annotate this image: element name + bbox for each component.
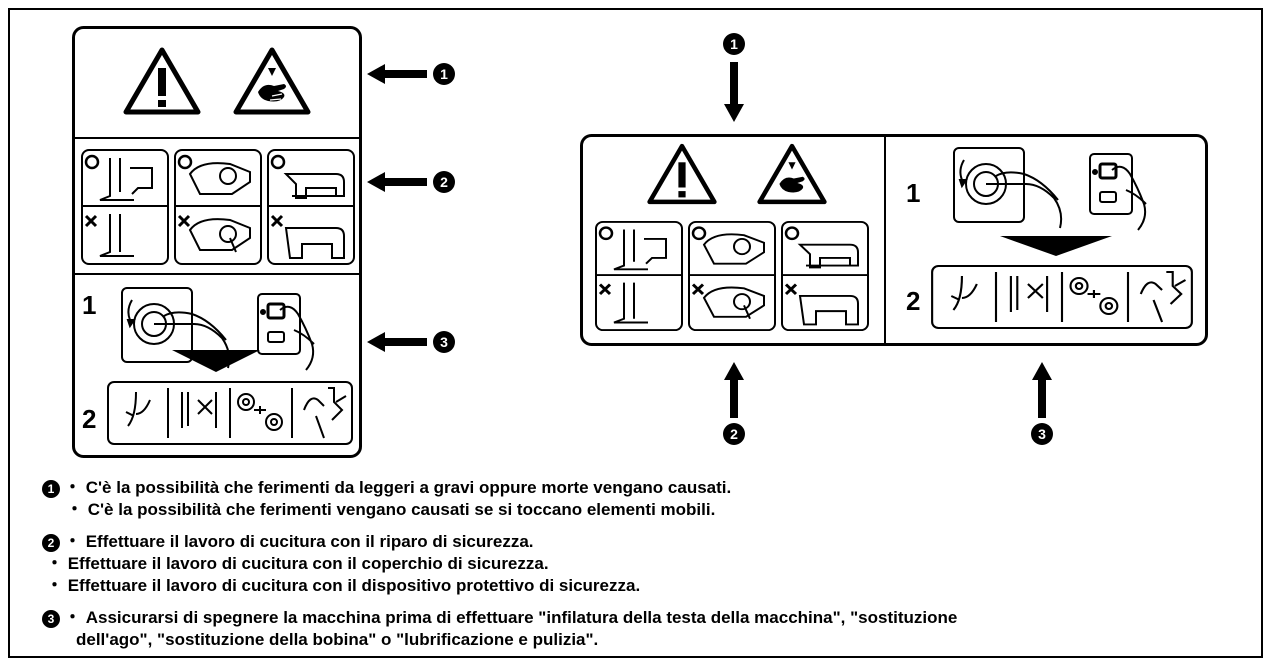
note-2-line-1: 2・ Effettuare il lavoro di cucitura con … bbox=[42, 532, 534, 552]
up-arrow-2 bbox=[724, 362, 744, 418]
marker-3-right: 3 bbox=[1031, 423, 1053, 445]
left-arrow-1 bbox=[367, 64, 427, 84]
marker-2-right: 2 bbox=[723, 423, 745, 445]
down-arrow-shape bbox=[172, 350, 260, 372]
warning-triangle-icon bbox=[647, 143, 717, 205]
note-marker-3: 3 bbox=[42, 610, 60, 628]
note-marker-1: 1 bbox=[42, 480, 60, 498]
down-arrow-1 bbox=[724, 62, 744, 122]
power-switch-icon bbox=[953, 147, 1147, 231]
maintenance-icons-strip bbox=[107, 381, 353, 445]
down-arrow-shape bbox=[1000, 236, 1112, 256]
power-switch-icon bbox=[121, 287, 315, 371]
hand-crush-warning-icon bbox=[233, 47, 311, 115]
left-arrow-2 bbox=[367, 172, 427, 192]
marker-2-left: 2 bbox=[433, 171, 455, 193]
vertical-label: 1 2 bbox=[72, 26, 362, 458]
up-arrow-3 bbox=[1032, 362, 1052, 418]
note-marker-2: 2 bbox=[42, 534, 60, 552]
note-3-line-2: dell'ago", "sostituzione della bobina" o… bbox=[76, 630, 599, 649]
marker-1-left: 1 bbox=[433, 63, 455, 85]
step-number-1: 1 bbox=[906, 178, 921, 208]
step-number-2: 2 bbox=[82, 404, 97, 434]
horizontal-label: 1 2 bbox=[580, 134, 1208, 346]
left-arrow-3 bbox=[367, 332, 427, 352]
guard-panels bbox=[594, 220, 870, 337]
guard-panels bbox=[80, 148, 356, 271]
marker-1-right: 1 bbox=[723, 33, 745, 55]
note-3-line-1: 3・ Assicurarsi di spegnere la macchina p… bbox=[42, 608, 957, 628]
note-1-line-2: ・ C'è la possibilità che ferimenti venga… bbox=[66, 500, 716, 519]
note-1-line-1: 1・ C'è la possibilità che ferimenti da l… bbox=[42, 478, 731, 498]
step-number-2: 2 bbox=[906, 286, 921, 316]
note-2-line-2: ・ Effettuare il lavoro di cucitura con i… bbox=[46, 554, 549, 573]
step-number-1: 1 bbox=[82, 290, 97, 320]
warning-triangle-icon bbox=[123, 47, 201, 115]
maintenance-icons-strip bbox=[931, 265, 1193, 329]
note-2-line-3: ・ Effettuare il lavoro di cucitura con i… bbox=[46, 576, 641, 595]
figure-frame bbox=[8, 8, 1263, 658]
marker-3-left: 3 bbox=[433, 331, 455, 353]
hand-crush-warning-icon bbox=[757, 143, 827, 205]
